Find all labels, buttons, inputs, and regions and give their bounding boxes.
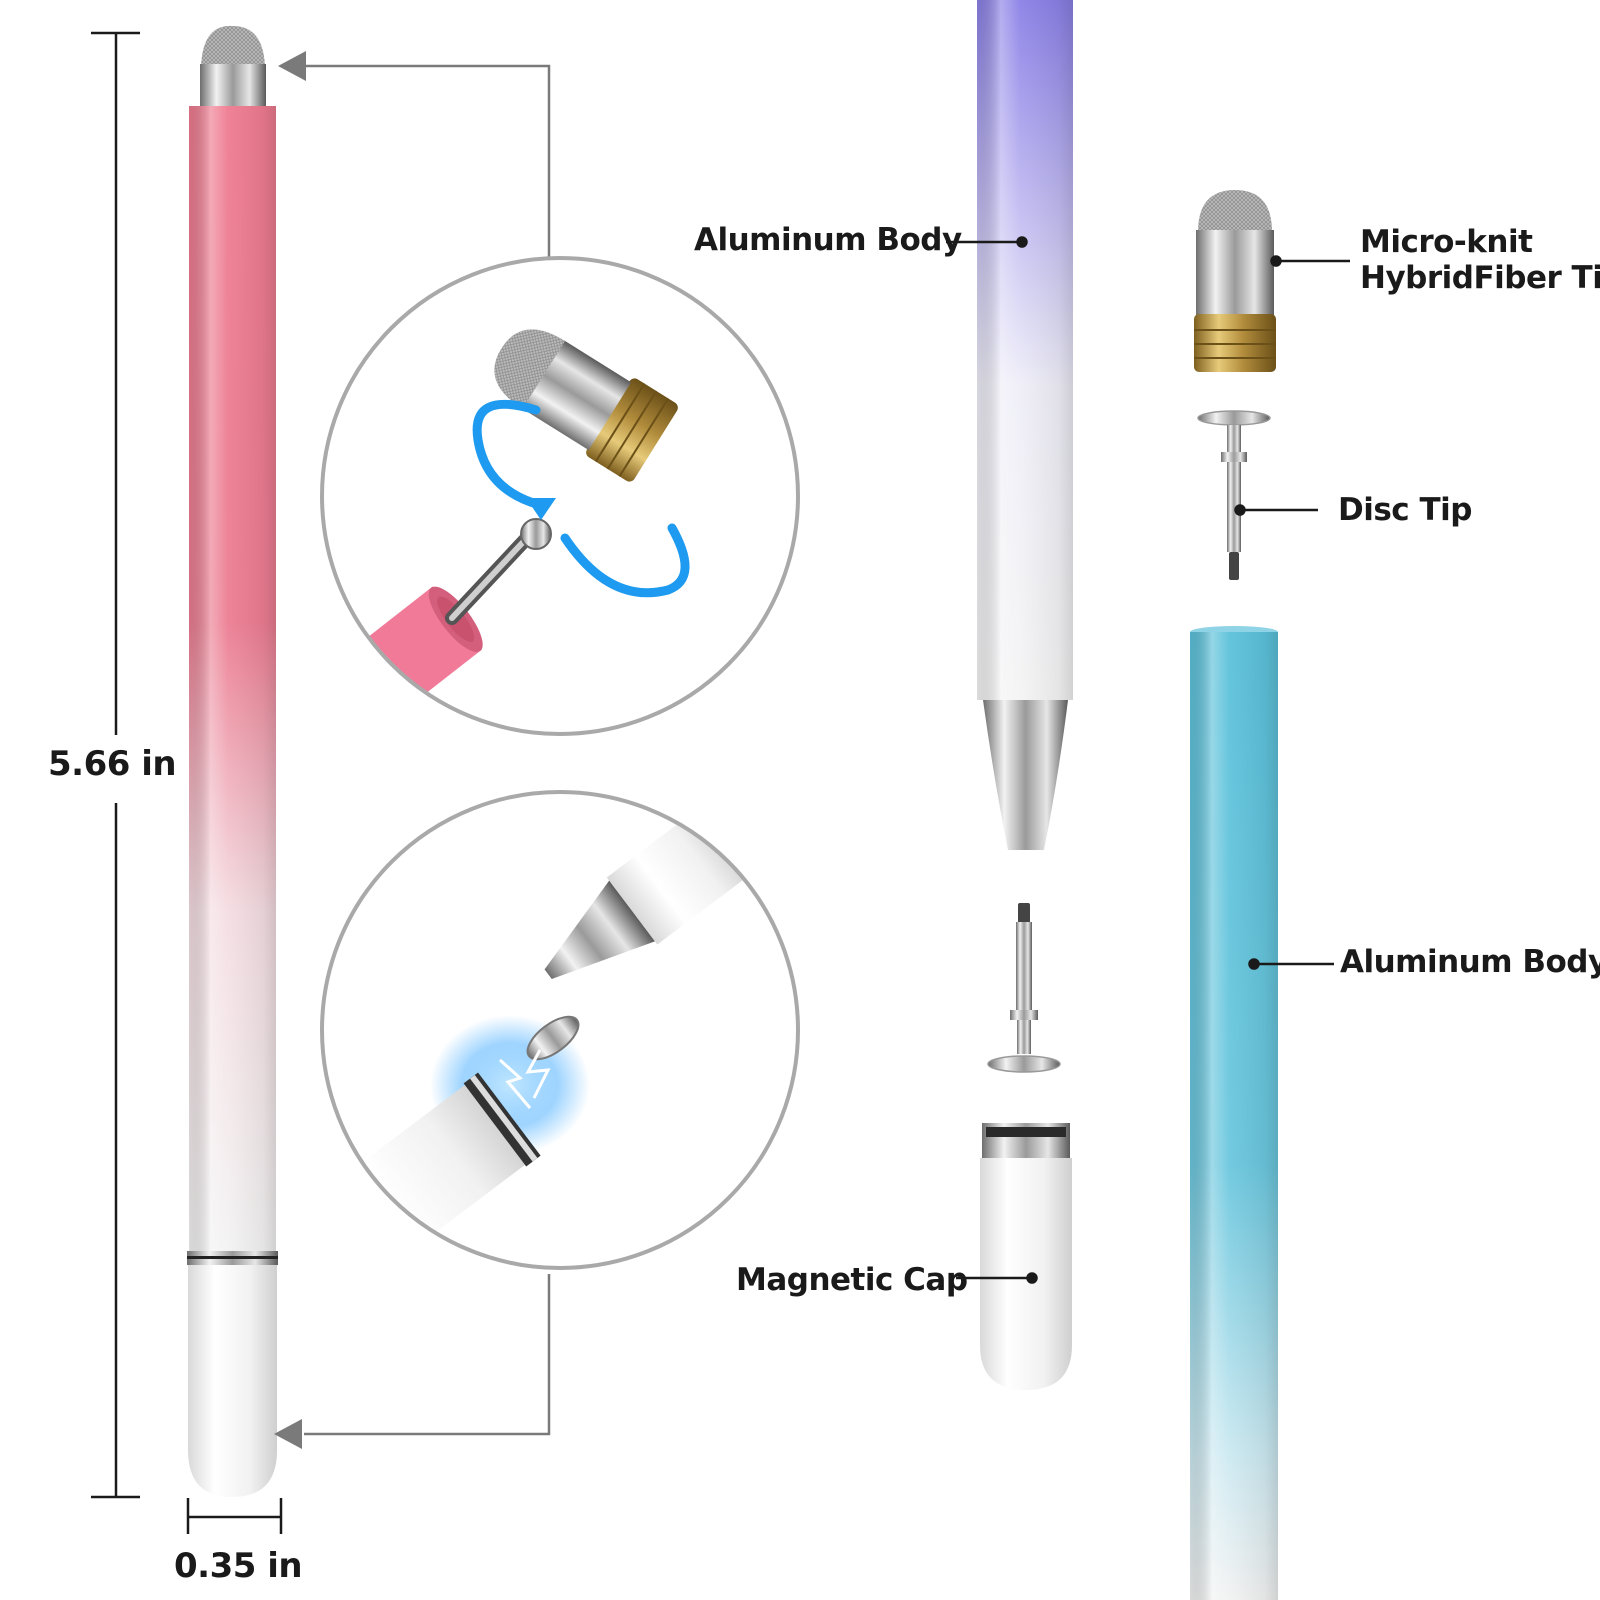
diameter-dimension-marker [186, 1498, 283, 1534]
lightning-icon [498, 1049, 551, 1109]
blue-stylus-body [1190, 626, 1278, 1600]
mesh-tip [201, 25, 265, 66]
detail-circle-tip-swap [320, 256, 800, 736]
label-leader-lines [946, 236, 1350, 1284]
pink-stylus [187, 25, 278, 1497]
white-cap [188, 1265, 277, 1497]
diameter-label: 0.35 in [174, 1546, 303, 1586]
magnetic-cap-part [980, 1123, 1072, 1390]
micro-knit-label: Micro-knit [1360, 224, 1533, 260]
hybrid-fiber-tip-part [1194, 190, 1276, 372]
rotate-arrow-icon [472, 399, 690, 598]
aluminum-body-label-right: Aluminum Body [1340, 944, 1600, 980]
disc-tip-label: Disc Tip [1338, 492, 1472, 528]
purple-stylus-body [977, 0, 1073, 850]
aluminum-body-label-top: Aluminum Body [694, 222, 962, 258]
tip-collar [200, 64, 266, 108]
length-label: 5.66 in [48, 744, 177, 784]
length-dimension-marker [91, 31, 140, 1499]
hybrid-fiber-tip-label: HybridFiber Tip [1360, 260, 1600, 296]
arrow-top-icon [278, 51, 306, 81]
disc-tip-part [1197, 410, 1271, 580]
detail-circle-magnetic [320, 790, 800, 1270]
magnetic-cap-label: Magnetic Cap [736, 1262, 968, 1298]
disc-tip-loose [987, 903, 1061, 1073]
metal-cone-tip [983, 700, 1068, 850]
arrow-bottom-icon [274, 1419, 302, 1449]
callout-bracket [304, 64, 551, 1436]
